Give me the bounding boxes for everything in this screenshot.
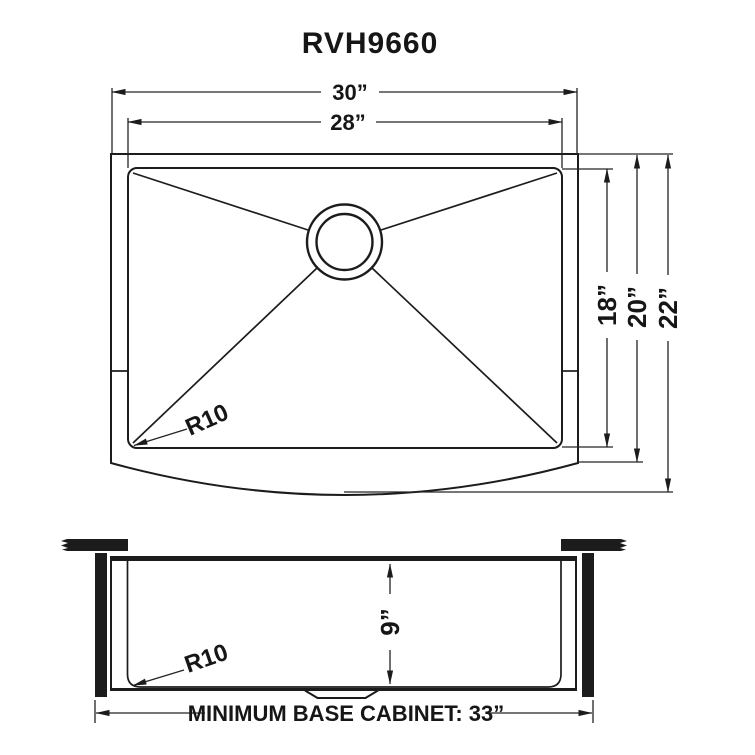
front-corner-radius-label: R10: [181, 639, 231, 679]
corner-radius-callout: R10: [133, 399, 233, 447]
dim-overall-width-label: 30”: [332, 80, 367, 105]
countertop-right: [561, 539, 627, 551]
dim-front-bowl-depth-label: 9”: [375, 608, 405, 635]
top-view: 30” 28”: [110, 79, 683, 496]
drain-outer-circle: [305, 203, 384, 281]
dim-base-cabinet: MINIMUM BASE CABINET: 33”: [94, 700, 594, 726]
cabinet-wall-right: [582, 553, 594, 697]
countertop-left: [61, 539, 128, 551]
dim-bowl-width-label: 28”: [330, 110, 365, 135]
dim-rim-depth-label: 20”: [622, 286, 652, 328]
dim-bowl-depth-label: 18”: [592, 284, 622, 326]
bowl-inner-walls: [126, 561, 562, 688]
dim-base-cabinet-label: MINIMUM BASE CABINET: 33”: [188, 701, 505, 726]
slope-line-bottom-left: [132, 267, 318, 444]
bowl-outline: [127, 167, 563, 449]
slope-line-top-left: [132, 172, 309, 231]
dim-overall-width: 30”: [111, 79, 578, 154]
sink-rim-front: [110, 556, 577, 561]
dim-bowl-width: 28”: [127, 110, 563, 168]
bowl-bottom: [110, 688, 577, 691]
cabinet-wall-left: [95, 553, 107, 697]
dim-bowl-depth-label-group: 18”: [592, 272, 622, 338]
dim-rim-depth-label-group: 20”: [622, 274, 652, 340]
slope-line-top-right: [380, 172, 558, 231]
dim-overall-depth-label: 22”: [653, 287, 683, 329]
dim-overall-depth-label-group: 22”: [653, 275, 683, 341]
slope-line-bottom-right: [371, 267, 558, 444]
model-number-title: RVH9660: [302, 27, 439, 60]
dim-front-bowl-depth: 9”: [375, 563, 405, 685]
sink-rim-outline: [110, 153, 579, 496]
drain-boss: [304, 689, 379, 699]
front-view: 9” R10 MINIMUM BASE CABINET: 33”: [61, 539, 627, 726]
corner-radius-label: R10: [181, 399, 232, 442]
drain-inner-circle: [315, 212, 374, 272]
front-corner-radius-callout: R10: [132, 639, 232, 687]
